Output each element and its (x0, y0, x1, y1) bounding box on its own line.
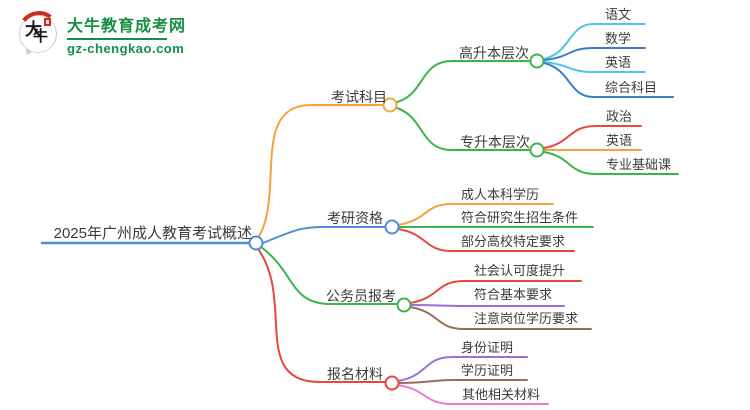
node-gaoshengben[interactable]: 高升本层次 (459, 45, 529, 61)
edge-registration-materials (257, 248, 386, 383)
leaf-specific-requirements[interactable]: 部分高校特定要求 (461, 234, 566, 249)
registration-circle[interactable] (384, 375, 400, 391)
logo-char-da: 大 (25, 20, 42, 39)
leaf-social-recognition[interactable]: 社会认可度提升 (474, 263, 566, 278)
site-logo[interactable]: 大 牛 大牛教育成考网 gz-chengkao.com (15, 8, 187, 58)
leaf-meet-admission[interactable]: 符合研究生招生条件 (461, 210, 579, 225)
leaf-english-2[interactable]: 英语 (606, 133, 633, 148)
logo-seal-icon (44, 18, 51, 26)
edge-english-1 (543, 61, 646, 73)
edge-politics (543, 125, 642, 149)
edge-specific-requirements (397, 228, 575, 252)
edge-other-materials (397, 384, 549, 405)
root-node-circle[interactable] (248, 235, 264, 251)
edge-education-proof (397, 379, 528, 384)
leaf-position-requirements[interactable]: 注意岗位学历要求 (474, 311, 579, 326)
edge-professional-basics (543, 151, 679, 175)
site-name: 大牛教育成考网 (67, 18, 187, 35)
edge-postgrad-qualification (262, 226, 386, 244)
leaf-politics[interactable]: 政治 (606, 109, 633, 124)
edge-civil-servant (260, 246, 398, 305)
edge-adult-bachelor (397, 203, 554, 226)
leaf-comprehensive[interactable]: 综合科目 (605, 80, 658, 95)
leaf-english-1[interactable]: 英语 (605, 55, 632, 70)
edge-gaoshengben (396, 60, 531, 103)
leaf-adult-bachelor[interactable]: 成人本科学历 (461, 187, 540, 202)
logo-char-niu: 牛 (33, 29, 49, 45)
exam-subjects-circle[interactable] (382, 97, 398, 113)
leaf-education-proof[interactable]: 学历证明 (461, 363, 514, 378)
edge-zhuanshengben (396, 107, 531, 151)
leaf-math[interactable]: 数学 (605, 31, 632, 46)
postgrad-circle[interactable] (384, 219, 400, 235)
civil-servant-circle[interactable] (396, 297, 412, 313)
edge-basic-requirements (409, 304, 565, 307)
branch-registration-materials[interactable]: 报名材料 (327, 366, 383, 382)
leaf-chinese[interactable]: 语文 (605, 7, 632, 22)
root-topic[interactable]: 2025年广州成人教育考试概述 (53, 225, 252, 242)
edge-position-requirements (409, 306, 592, 330)
edge-identity-proof (397, 356, 528, 382)
edge-math (543, 47, 646, 61)
edge-exam-subjects (257, 104, 384, 239)
site-url[interactable]: gz-chengkao.com (67, 40, 185, 56)
edge-comprehensive (543, 62, 674, 98)
zhuanshengben-circle[interactable] (529, 142, 545, 158)
edge-social-recognition (409, 280, 582, 304)
leaf-basic-requirements[interactable]: 符合基本要求 (474, 287, 553, 302)
gaoshengben-circle[interactable] (529, 53, 545, 69)
logo-divider (67, 37, 167, 40)
edge-chinese (543, 23, 646, 60)
logo-bubble-icon: 大 牛 (15, 8, 63, 58)
leaf-professional-basics[interactable]: 专业基础课 (606, 157, 672, 172)
leaf-other-materials[interactable]: 其他相关材料 (462, 387, 541, 402)
branch-civil-servant[interactable]: 公务员报考 (326, 288, 396, 304)
branch-postgrad-qualification[interactable]: 考研资格 (327, 210, 383, 226)
node-zhuanshengben[interactable]: 专升本层次 (460, 134, 530, 150)
branch-exam-subjects[interactable]: 考试科目 (331, 89, 387, 105)
leaf-identity-proof[interactable]: 身份证明 (461, 340, 514, 355)
